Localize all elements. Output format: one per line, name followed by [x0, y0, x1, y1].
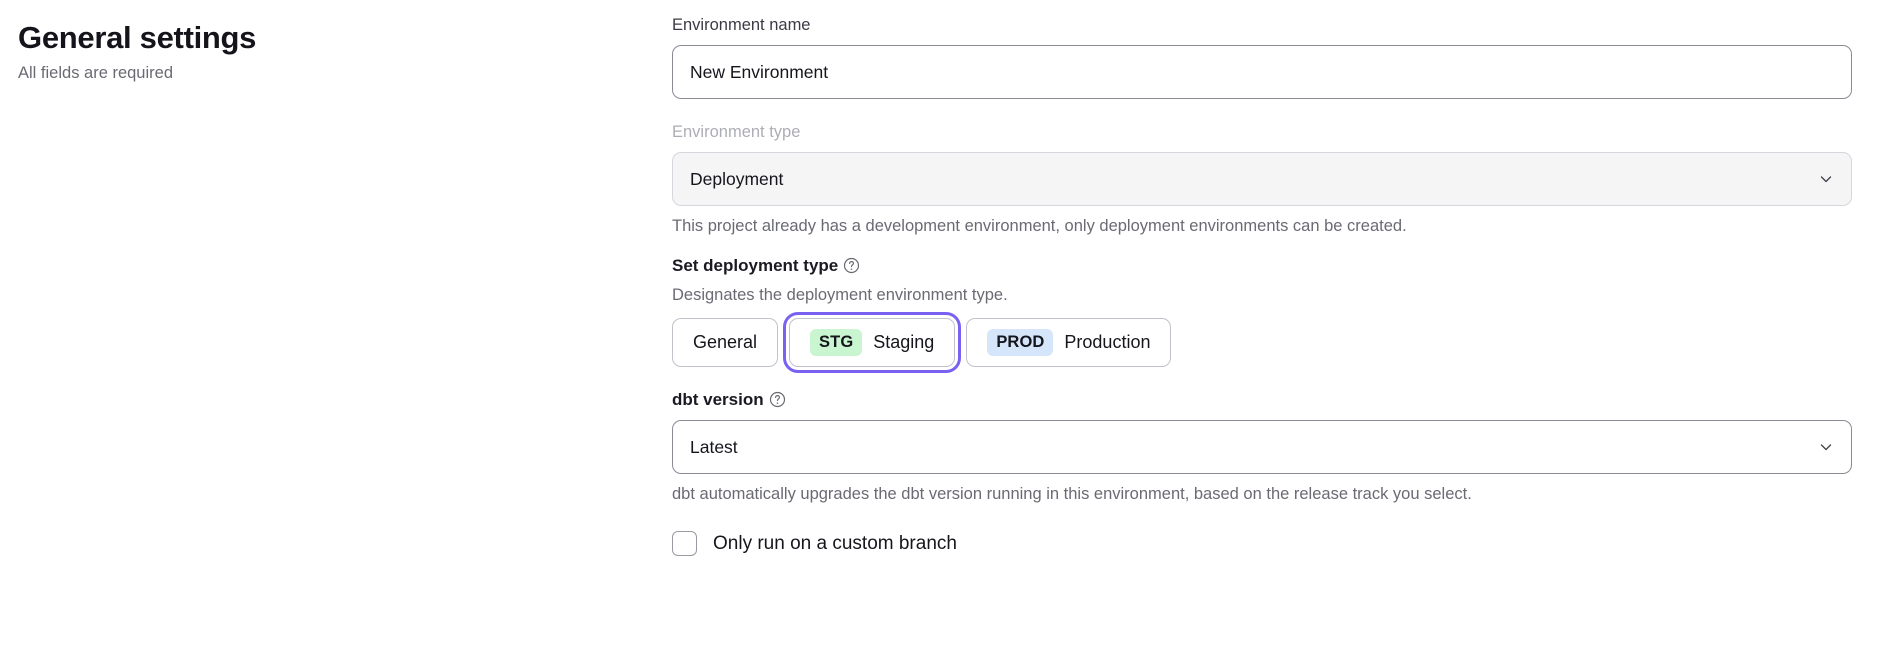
chevron-down-icon — [1818, 171, 1834, 187]
deployment-type-options: General STG Staging PROD Production — [672, 312, 1852, 373]
option-label: Staging — [873, 332, 935, 352]
deployment-type-field: Set deployment type Designates the deplo… — [672, 255, 1852, 373]
custom-branch-row: Only run on a custom branch — [672, 531, 1852, 556]
dbt-version-hint: dbt automatically upgrades the dbt versi… — [672, 485, 1472, 503]
page-title: General settings — [18, 20, 257, 55]
chevron-down-icon — [1818, 439, 1834, 455]
environment-type-hint: This project already has a development e… — [672, 217, 1407, 235]
option-label: General — [693, 332, 758, 352]
spacer — [672, 99, 1852, 121]
deployment-type-hint: Designates the deployment environment ty… — [672, 286, 1008, 304]
staging-badge: STG — [810, 329, 863, 356]
dbt-version-field: dbt version Latest dbt automatically upg… — [672, 389, 1852, 505]
custom-branch-checkbox[interactable] — [672, 531, 697, 556]
deployment-type-option-production[interactable]: PROD Production — [966, 318, 1172, 367]
dbt-version-label-text: dbt version — [672, 390, 764, 409]
environment-type-field: Environment type Deployment This project… — [672, 121, 1852, 237]
dbt-version-value: Latest — [690, 436, 738, 457]
environment-type-select[interactable]: Deployment — [672, 152, 1852, 206]
deployment-type-option-staging[interactable]: STG Staging — [783, 312, 962, 373]
page-subtitle: All fields are required — [18, 64, 173, 82]
deployment-type-label-text: Set deployment type — [672, 256, 839, 275]
environment-type-label: Environment type — [672, 123, 801, 141]
spacer — [672, 237, 1852, 255]
settings-form: Environment name New Environment Environ… — [672, 14, 1852, 556]
custom-branch-label[interactable]: Only run on a custom branch — [713, 533, 957, 554]
spacer — [672, 367, 1852, 389]
production-badge: PROD — [987, 329, 1054, 356]
environment-name-label: Environment name — [672, 16, 811, 34]
dbt-version-select[interactable]: Latest — [672, 420, 1852, 474]
option-label: Production — [1064, 332, 1151, 352]
deployment-type-label: Set deployment type — [672, 255, 1852, 277]
deployment-type-option-general[interactable]: General — [672, 318, 779, 367]
environment-name-value: New Environment — [690, 62, 829, 82]
environment-type-value: Deployment — [690, 168, 784, 189]
question-circle-icon[interactable] — [843, 257, 860, 274]
question-circle-icon[interactable] — [769, 391, 786, 408]
environment-name-field: Environment name New Environment — [672, 14, 1852, 99]
dbt-version-label: dbt version — [672, 389, 1852, 411]
settings-header: General settings All fields are required — [18, 18, 618, 84]
environment-name-input[interactable]: New Environment — [672, 45, 1852, 99]
